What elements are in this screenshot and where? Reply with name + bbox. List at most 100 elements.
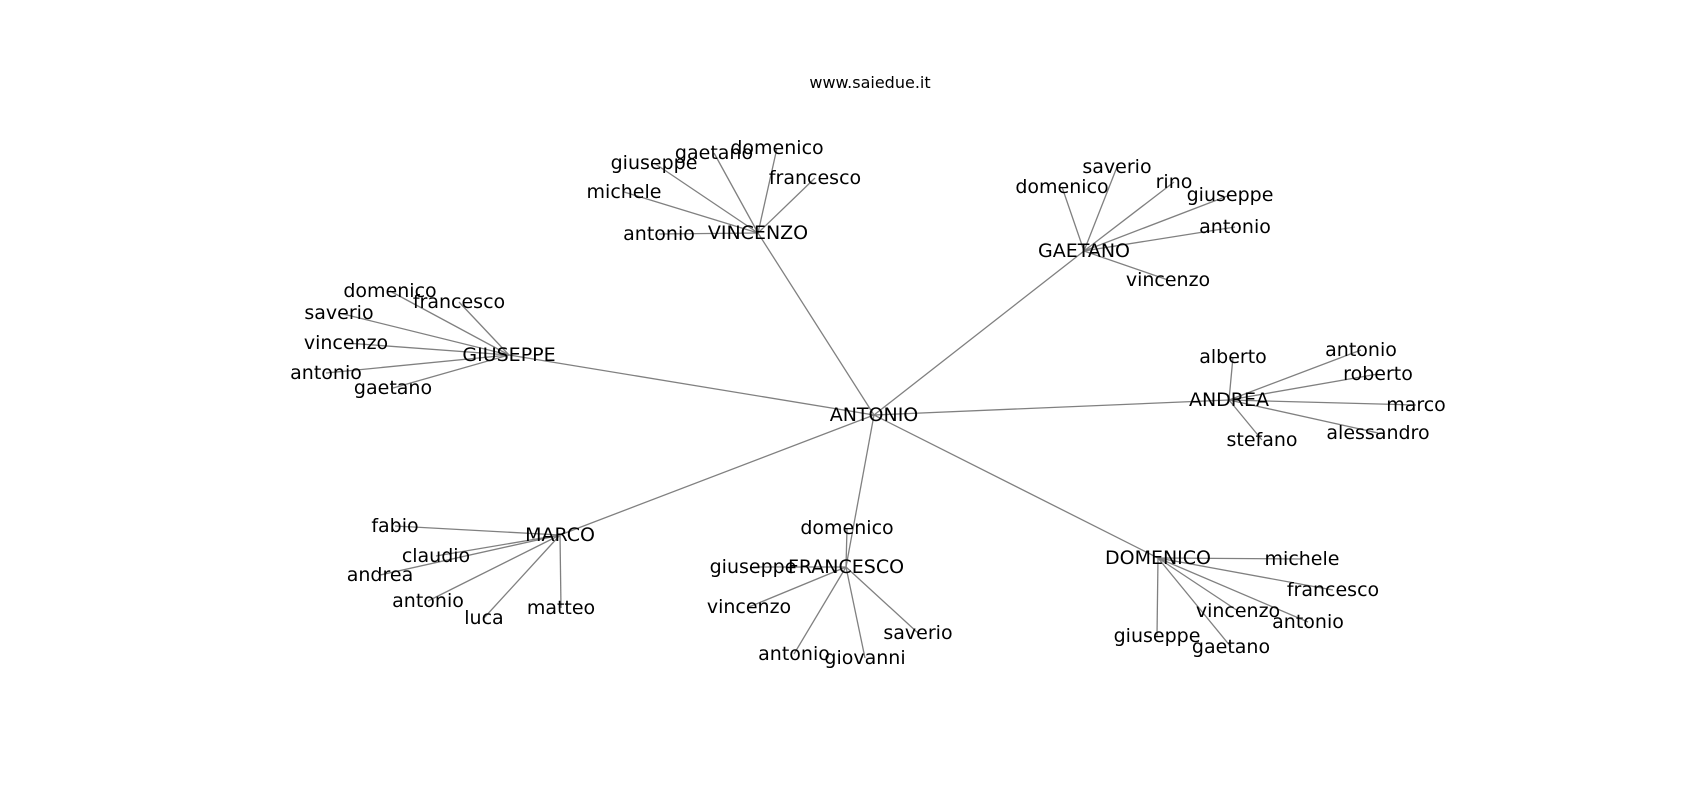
edge-giuseppe-antonio — [325, 354, 510, 374]
site-url-title: www.saiedue.it — [809, 73, 930, 92]
edge-vincenzo-giuseppe — [653, 162, 759, 234]
leaf-node-label-vincenzo-michele: michele — [587, 181, 662, 203]
edge-francesco-antonio — [793, 566, 847, 655]
leaf-node-label-giuseppe-saverio: saverio — [304, 302, 373, 324]
leaf-node-label-domenico-antonio: antonio — [1272, 611, 1344, 633]
leaf-node-label-domenico-francesco: francesco — [1287, 579, 1379, 601]
leaf-node-label-vincenzo-gaetano: gaetano — [675, 142, 753, 164]
edge-gaetano-giuseppe — [1083, 194, 1231, 252]
edge-andrea-marco — [1228, 399, 1417, 406]
leaf-node-label-francesco-giovanni: giovanni — [824, 647, 905, 669]
edge-giuseppe-francesco — [458, 301, 510, 356]
leaf-node-label-gaetano-rino: rino — [1156, 171, 1193, 193]
edge-vincenzo-francesco — [757, 177, 816, 234]
root-node-label: ANTONIO — [830, 404, 919, 426]
edge-marco-andrea — [379, 534, 561, 576]
edge-domenico-vincenzo — [1157, 557, 1239, 612]
leaf-node-label-vincenzo-domenico: domenico — [730, 137, 823, 159]
leaf-node-label-andrea-marco: marco — [1386, 394, 1446, 416]
leaf-node-label-domenico-michele: michele — [1265, 548, 1340, 570]
edge-francesco-saverio — [845, 566, 919, 634]
edge-giuseppe-gaetano — [392, 354, 510, 389]
leaf-node-label-gaetano-domenico: domenico — [1015, 176, 1108, 198]
leaf-node-label-francesco-domenico: domenico — [800, 517, 893, 539]
edge-gaetano-vincenzo — [1083, 250, 1169, 281]
edge-andrea-alberto — [1228, 356, 1234, 401]
hub-node-label-francesco: FRANCESCO — [788, 556, 904, 578]
edge-root-domenico — [873, 414, 1159, 559]
edge-root-giuseppe — [508, 354, 875, 416]
hub-node-label-vincenzo: VINCENZO — [708, 222, 808, 244]
edge-marco-fabio — [394, 525, 561, 536]
edge-andrea-roberto — [1228, 373, 1379, 401]
edge-giuseppe-vincenzo — [345, 342, 510, 356]
edge-marco-antonio — [427, 534, 561, 602]
edge-root-vincenzo — [757, 232, 875, 416]
edge-gaetano-rino — [1083, 181, 1175, 252]
leaf-node-label-domenico-gaetano: gaetano — [1192, 636, 1270, 658]
hub-node-label-gaetano: GAETANO — [1038, 240, 1130, 262]
edge-root-marco — [559, 414, 875, 536]
edge-domenico-giuseppe — [1156, 557, 1159, 637]
labels-layer: ANTONIOVINCENZOmichelegiuseppegaetanodom… — [290, 137, 1446, 669]
leaf-node-label-giuseppe-antonio: antonio — [290, 362, 362, 384]
edge-vincenzo-domenico — [757, 147, 778, 234]
leaf-node-label-francesco-giuseppe: giuseppe — [710, 556, 797, 578]
edge-marco-matteo — [559, 534, 562, 609]
leaf-node-label-marco-andrea: andrea — [347, 564, 413, 586]
leaf-node-label-domenico-giuseppe: giuseppe — [1114, 625, 1201, 647]
edge-andrea-antonio — [1228, 349, 1362, 401]
leaf-node-label-marco-antonio: antonio — [392, 590, 464, 612]
edge-root-francesco — [845, 414, 875, 568]
edge-domenico-francesco — [1157, 557, 1334, 591]
leaf-node-label-andrea-roberto: roberto — [1343, 363, 1413, 385]
edge-francesco-domenico — [845, 527, 848, 568]
leaf-node-label-giuseppe-domenico: domenico — [343, 280, 436, 302]
hub-node-label-marco: MARCO — [525, 524, 595, 546]
leaf-node-label-gaetano-antonio: antonio — [1199, 216, 1271, 238]
leaf-node-label-giuseppe-gaetano: gaetano — [354, 377, 432, 399]
leaf-node-label-andrea-antonio: antonio — [1325, 339, 1397, 361]
edge-vincenzo-gaetano — [713, 152, 759, 234]
leaf-node-label-vincenzo-antonio: antonio — [623, 223, 695, 245]
leaf-node-label-marco-fabio: fabio — [371, 515, 418, 537]
leaf-node-label-gaetano-giuseppe: giuseppe — [1187, 184, 1274, 206]
leaf-node-label-gaetano-vincenzo: vincenzo — [1126, 269, 1210, 291]
leaf-node-label-vincenzo-giuseppe: giuseppe — [611, 152, 698, 174]
leaf-node-label-giuseppe-francesco: francesco — [413, 291, 505, 313]
hub-node-label-giuseppe: GIUSEPPE — [462, 344, 555, 366]
edge-vincenzo-antonio — [658, 232, 759, 235]
edge-gaetano-antonio — [1083, 226, 1236, 252]
edge-francesco-giovanni — [845, 566, 866, 659]
edge-root-gaetano — [873, 250, 1085, 416]
leaf-node-label-giuseppe-vincenzo: vincenzo — [304, 332, 388, 354]
edge-andrea-stefano — [1228, 399, 1263, 441]
edge-domenico-michele — [1157, 557, 1303, 560]
edge-vincenzo-michele — [623, 191, 759, 234]
edges-layer — [325, 147, 1417, 659]
leaf-node-label-marco-claudio: claudio — [402, 545, 470, 567]
leaf-node-label-francesco-vincenzo: vincenzo — [707, 596, 791, 618]
edge-francesco-vincenzo — [748, 566, 847, 608]
edge-domenico-antonio — [1157, 557, 1309, 623]
leaf-node-label-marco-matteo: matteo — [527, 597, 595, 619]
edge-marco-claudio — [435, 534, 561, 557]
leaf-node-label-andrea-alberto: alberto — [1199, 346, 1267, 368]
edge-domenico-gaetano — [1157, 557, 1232, 648]
edge-giuseppe-domenico — [389, 290, 510, 356]
leaf-node-label-gaetano-saverio: saverio — [1082, 156, 1151, 178]
edge-gaetano-domenico — [1061, 186, 1085, 252]
edge-marco-luca — [483, 534, 561, 619]
edge-giuseppe-saverio — [338, 312, 510, 356]
leaf-node-label-francesco-saverio: saverio — [883, 622, 952, 644]
leaf-node-label-francesco-antonio: antonio — [758, 643, 830, 665]
leaf-node-label-vincenzo-francesco: francesco — [769, 167, 861, 189]
leaf-node-label-andrea-alessandro: alessandro — [1326, 422, 1429, 444]
edge-andrea-alessandro — [1228, 399, 1379, 434]
leaf-node-label-marco-luca: luca — [464, 607, 503, 629]
hub-node-label-andrea: ANDREA — [1189, 389, 1269, 411]
leaf-node-label-andrea-stefano: stefano — [1226, 429, 1297, 451]
edge-gaetano-saverio — [1083, 166, 1118, 252]
edge-root-andrea — [873, 399, 1230, 416]
